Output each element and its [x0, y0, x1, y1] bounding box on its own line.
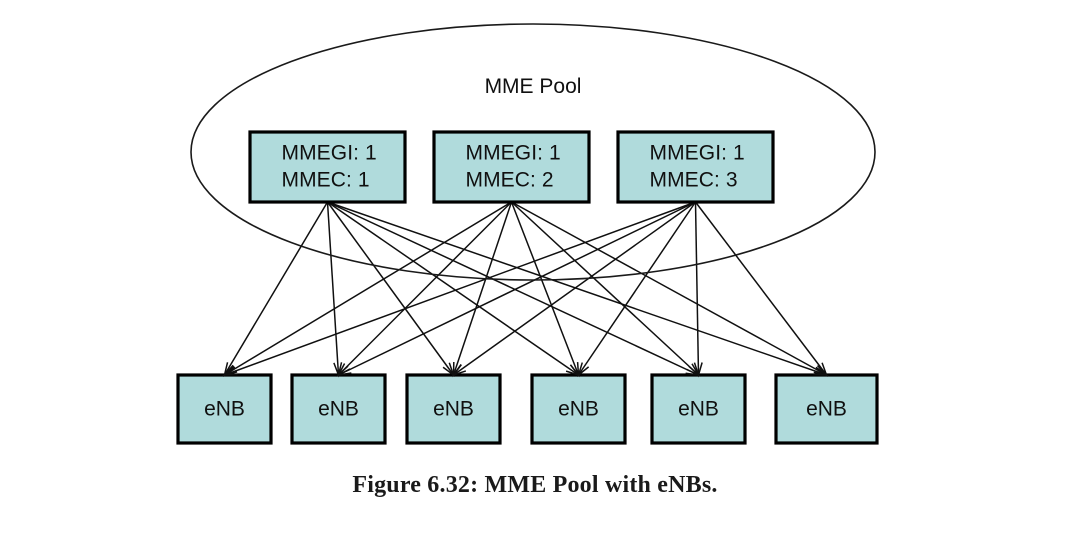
arrowhead-icon — [336, 365, 352, 377]
arrowheads-layer — [222, 361, 829, 378]
enb-node: eNB — [290, 373, 387, 445]
mme-node-line2: MMEC: 2 — [466, 169, 554, 192]
mme-node: MMEGI: 1 MMEC: 3 — [616, 130, 775, 204]
connection-line — [452, 201, 513, 376]
mme-node-line1: MMEGI: 1 — [650, 142, 745, 165]
enb-node: eNB — [650, 373, 747, 445]
mme-node-box — [248, 130, 407, 204]
enb-node-label: eNB — [558, 398, 599, 421]
enb-node-label: eNB — [204, 398, 245, 421]
enb-node: eNB — [530, 373, 627, 445]
mme-node-line1: MMEGI: 1 — [466, 142, 561, 165]
connection-line — [694, 201, 700, 376]
mme-node-line2: MMEC: 1 — [282, 169, 370, 192]
enb-node-label: eNB — [318, 398, 359, 421]
figure-caption: Figure 6.32: MME Pool with eNBs. — [352, 472, 718, 498]
enb-node-label: eNB — [433, 398, 474, 421]
connection-line — [223, 201, 329, 376]
connection-line — [224, 201, 696, 376]
enb-node: eNB — [405, 373, 502, 445]
enb-node-box — [176, 373, 273, 445]
connection-line — [326, 201, 340, 376]
arrowhead-icon — [693, 362, 703, 378]
enb-nodes-layer: eNB eNB eNB eNB eNB eNB — [176, 373, 879, 445]
connection-line — [224, 201, 512, 376]
connection-line — [327, 201, 827, 376]
connection-line — [337, 201, 513, 376]
mme-node: MMEGI: 1 MMEC: 2 — [432, 130, 591, 204]
mme-node-line1: MMEGI: 1 — [282, 142, 377, 165]
mme-node: MMEGI: 1 MMEC: 1 — [248, 130, 407, 204]
enb-node: eNB — [774, 373, 879, 445]
connection-line — [577, 201, 697, 376]
enb-node: eNB — [176, 373, 273, 445]
connection-line — [694, 201, 828, 376]
enb-node-box — [405, 373, 502, 445]
connection-line — [327, 201, 579, 376]
arrowhead-icon — [222, 366, 238, 376]
connection-lines-layer — [223, 201, 828, 376]
connection-line — [327, 201, 699, 376]
connection-line — [510, 201, 580, 376]
connection-line — [510, 201, 700, 376]
mme-node-box — [432, 130, 591, 204]
connection-line — [511, 201, 827, 376]
mme-pool-boundary-ellipse — [190, 23, 876, 281]
connection-line — [338, 201, 696, 376]
arrowhead-icon — [815, 362, 829, 378]
arrowhead-icon — [577, 362, 590, 378]
enb-node-box — [650, 373, 747, 445]
enb-node-box — [530, 373, 627, 445]
arrowhead-icon — [451, 364, 467, 377]
enb-node-label: eNB — [678, 398, 719, 421]
mme-pool-label: MME Pool — [485, 75, 582, 98]
mme-node-box — [616, 130, 775, 204]
mme-node-line2: MMEC: 3 — [650, 169, 738, 192]
connection-line — [326, 201, 455, 376]
connection-line — [453, 201, 696, 376]
enb-node-label: eNB — [806, 398, 847, 421]
